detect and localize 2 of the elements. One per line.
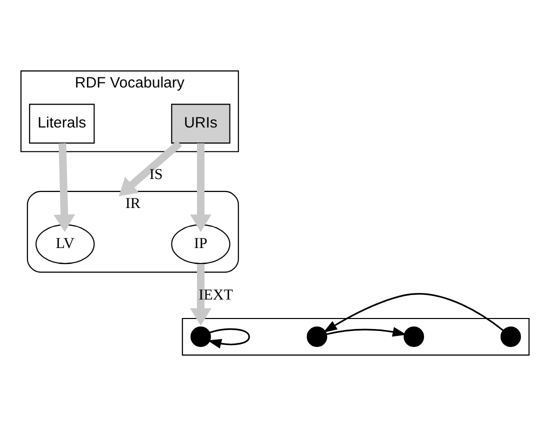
edge-label: IS [149, 166, 163, 182]
edge-label: IEXT [198, 286, 233, 303]
